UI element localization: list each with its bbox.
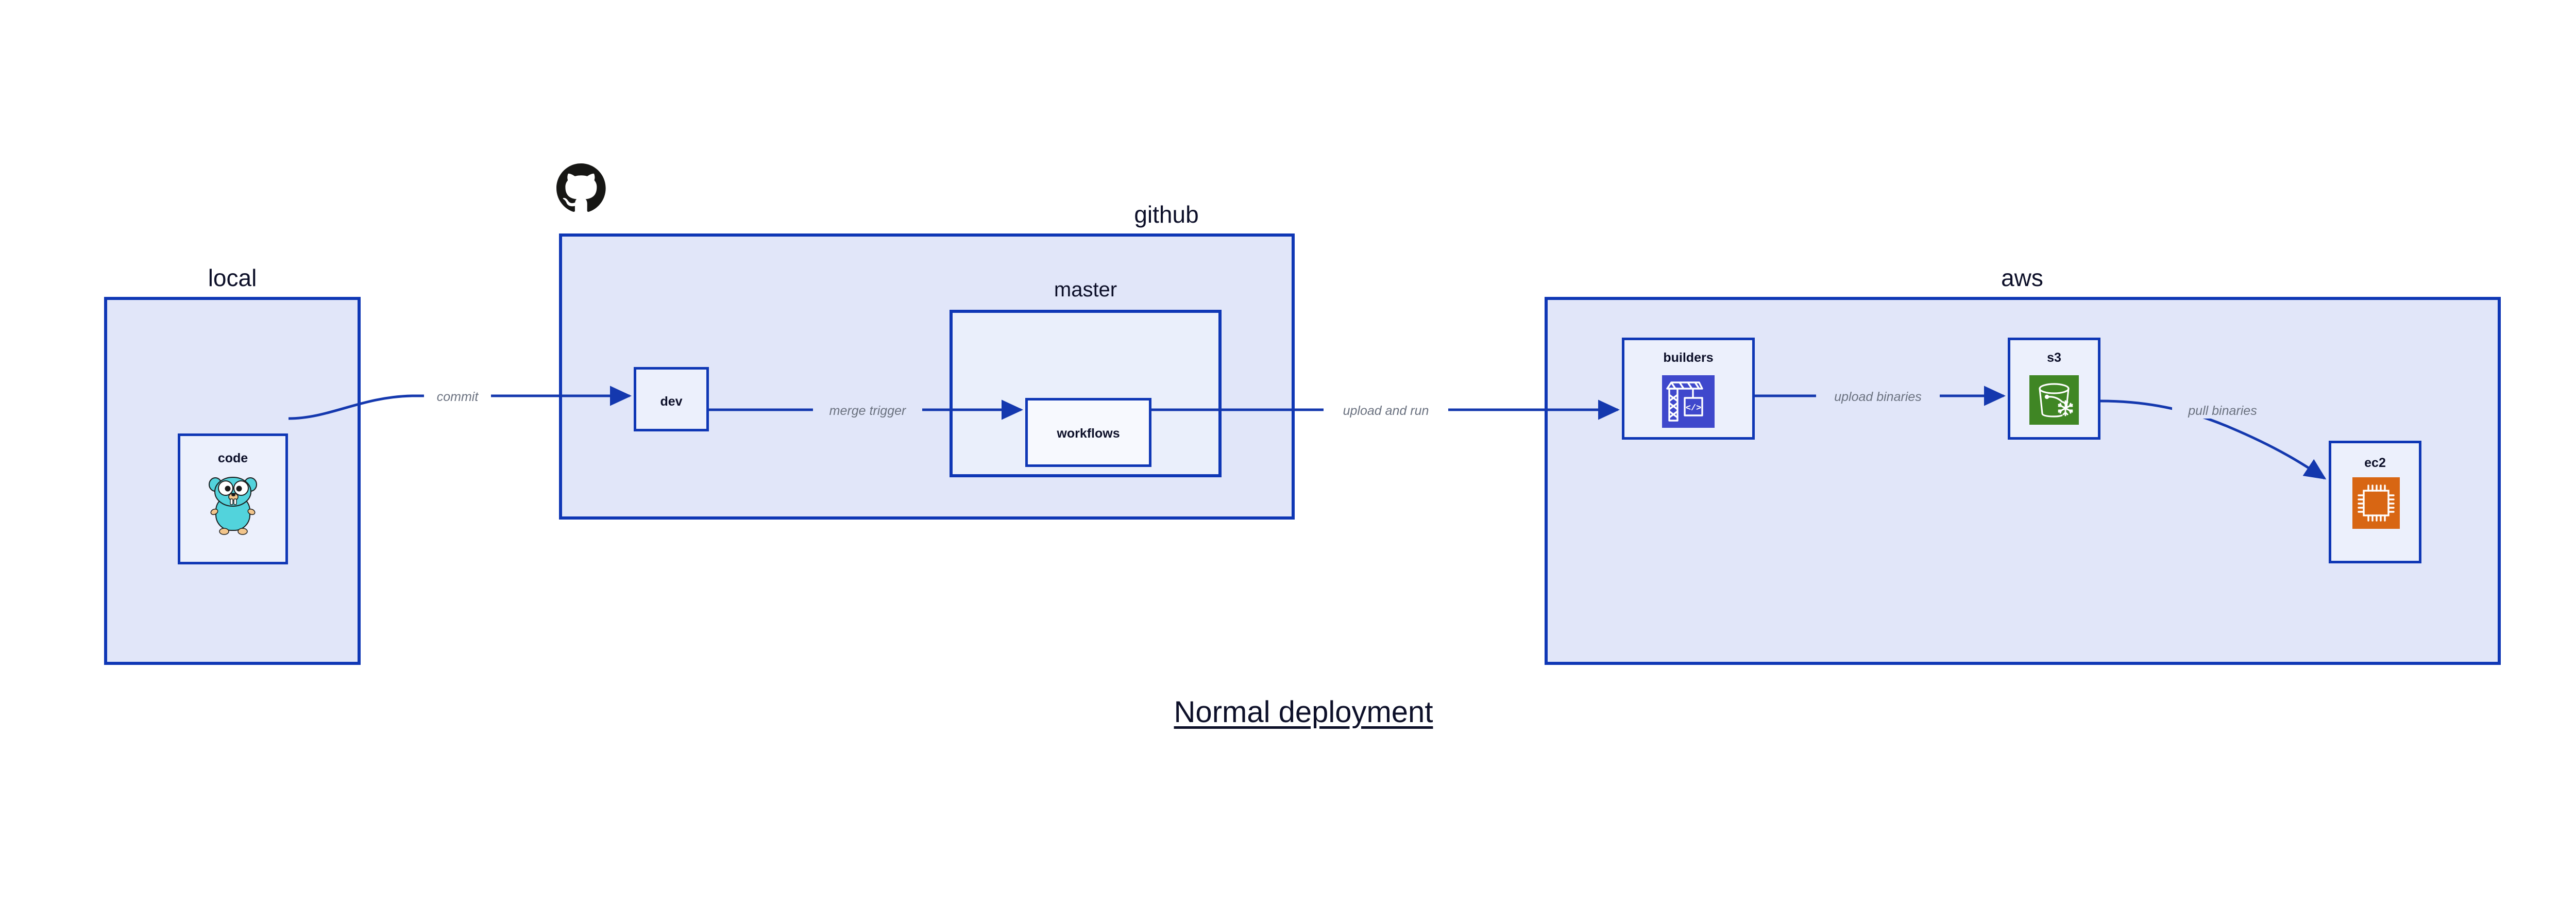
node-ec2[interactable] xyxy=(2329,441,2421,563)
node-title-builders: builders xyxy=(1663,350,1714,365)
group-title-local: local xyxy=(208,264,257,291)
node-dev[interactable] xyxy=(634,367,709,431)
node-workflows[interactable] xyxy=(1025,398,1151,467)
edge-label-merge-trigger: merge trigger xyxy=(813,404,922,419)
aws-builders-crane-icon: </> xyxy=(1662,375,1715,428)
subgroup-title-master: master xyxy=(1054,278,1117,301)
edge-label-upload-binaries: upload binaries xyxy=(1816,390,1940,405)
svg-text:</>: </> xyxy=(1686,404,1702,413)
page-title: Normal deployment xyxy=(1174,695,1433,729)
node-title-s3: s3 xyxy=(2047,350,2061,365)
edge-label-pull-binaries: pull binaries xyxy=(2172,404,2273,419)
node-title-ec2: ec2 xyxy=(2364,456,2386,470)
aws-ec2-chip-icon xyxy=(2352,477,2400,529)
group-title-aws: aws xyxy=(2001,264,2043,291)
edge-label-commit: commit xyxy=(424,390,491,405)
node-title-code: code xyxy=(217,451,248,465)
github-octocat-icon xyxy=(556,163,606,212)
group-title-github: github xyxy=(1134,201,1199,228)
node-title-workflows: workflows xyxy=(1057,426,1120,441)
edge-label-upload-and-run: upload and run xyxy=(1324,404,1448,419)
go-gopher-icon xyxy=(209,477,257,535)
node-title-dev: dev xyxy=(660,394,683,409)
aws-s3-bucket-icon xyxy=(2029,375,2079,425)
